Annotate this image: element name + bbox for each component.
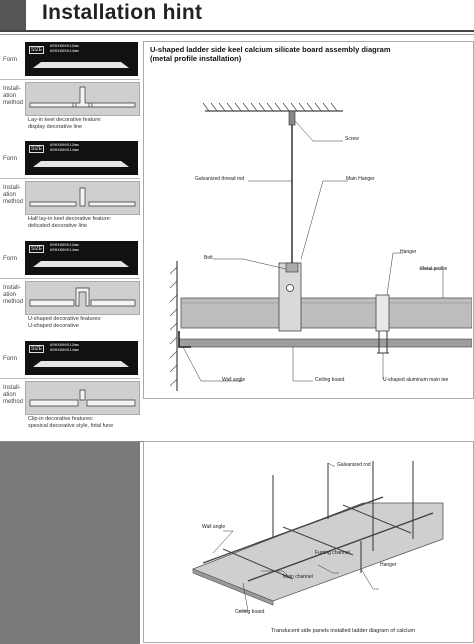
- size-code: 600X600X14mm: [50, 50, 79, 54]
- decorative-gray-panel: [0, 441, 140, 644]
- method-caption: Lay-in keel decorative feature:display d…: [28, 117, 140, 131]
- method-drawing: [29, 287, 136, 307]
- size-code: 600X600X12mm: [50, 344, 79, 348]
- label-u-main-tee: U-shaped aluminum main tee: [383, 377, 449, 383]
- main-hanger: [278, 262, 302, 332]
- header-rule-thin: [0, 34, 474, 35]
- method-label: Install-ation method: [3, 86, 24, 106]
- label-hanger: Hanger: [400, 249, 417, 255]
- wall: [169, 261, 178, 391]
- label-wall-angle: Wall angle: [222, 377, 246, 383]
- diagram2-drawing: [191, 461, 444, 612]
- caption-line: delicated decorative line: [28, 223, 88, 229]
- form-label: Form: [3, 156, 17, 162]
- label-metal-profile: Metal profile: [420, 266, 448, 272]
- galvanized-rods: [272, 461, 414, 573]
- form-label: Form: [3, 256, 17, 262]
- row-separator: [0, 378, 140, 379]
- size-code: 600X600X14mm: [50, 249, 79, 253]
- diagram2-leaders: [212, 462, 379, 612]
- board-profile: [33, 361, 129, 367]
- method-drawing: [29, 187, 136, 207]
- caption-line: Half lay-in keel decorative feature:: [28, 216, 112, 222]
- diagram1-title-line2: (metal profile installation): [150, 54, 242, 63]
- header-accent: [0, 0, 26, 30]
- board-profile: [33, 62, 129, 68]
- caption-line: spesical decorative style, fotal fune: [28, 423, 114, 429]
- row-separator: [0, 278, 140, 279]
- method-label: Install-ation method: [3, 385, 24, 405]
- ceiling-board: [178, 338, 472, 348]
- screw-anchor: [288, 110, 296, 126]
- caption-line: U-shaped decorative features:: [28, 316, 102, 322]
- method-drawing: [29, 86, 136, 108]
- diagram1-drawing: [169, 102, 472, 391]
- label-main-hanger: Main Hanger: [346, 176, 375, 182]
- method-caption: Clip-in decorative features:spesical dec…: [28, 416, 140, 430]
- caption-line: U-shaped decorative: [28, 323, 79, 329]
- diagram2-caption: Translucent side panels installed ladder…: [271, 628, 416, 634]
- board-profile: [33, 161, 129, 167]
- row-separator: [0, 178, 140, 179]
- method-illustration: [25, 281, 140, 315]
- form-label: Form: [3, 57, 17, 63]
- method-illustration: [25, 381, 140, 415]
- metal-profile: [180, 297, 472, 329]
- size-tag: SIZE: [29, 345, 45, 353]
- size-code: 600X600X12mm: [50, 45, 79, 49]
- furring-channel: [222, 548, 294, 580]
- label-bolt: Bolt: [204, 255, 213, 261]
- label-screw: Screw: [345, 136, 359, 142]
- main-channel: [202, 496, 384, 564]
- label-galvanized-rod: Galvanized rod: [337, 462, 371, 468]
- label-main-channel: Main channel: [283, 574, 313, 580]
- caption-line: Lay-in keel decorative feature:: [28, 117, 102, 123]
- hanger: [375, 294, 390, 332]
- size-code: 600X600X14mm: [50, 149, 79, 153]
- size-code: 600X600X14mm: [50, 349, 79, 353]
- size-tag: SIZE: [29, 145, 45, 153]
- method-illustration: [25, 181, 140, 215]
- wall-angle: [178, 331, 191, 348]
- header-rule: [0, 30, 474, 32]
- label-ceiling-board-2: Ceiling board: [235, 609, 265, 615]
- method-caption: Half lay-in keel decorative feature:deli…: [28, 216, 140, 230]
- caption-line: Clip-in decorative features:: [28, 416, 94, 422]
- caption-line: display decorative line: [28, 124, 83, 130]
- method-illustration: [25, 82, 140, 116]
- size-code: 600X600X12mm: [50, 244, 79, 248]
- bolt: [286, 284, 294, 292]
- method-label: Install-ation method: [3, 285, 24, 305]
- method-drawing: [29, 389, 136, 407]
- size-tag: SIZE: [29, 245, 45, 253]
- size-tag: SIZE: [29, 46, 45, 54]
- label-hanger-2: Hanger: [380, 562, 397, 568]
- row-separator: [0, 79, 140, 80]
- label-ceiling-board: Ceiling board: [315, 377, 345, 383]
- leader-lines: [182, 120, 444, 382]
- label-wall-angle-2: Wall angle: [202, 524, 226, 530]
- size-code: 600X600X12mm: [50, 144, 79, 148]
- method-caption: U-shaped decorative features:U-shaped de…: [28, 316, 140, 330]
- method-label: Install-ation method: [3, 185, 24, 205]
- board-profile: [33, 261, 129, 267]
- label-galvanized-thread-rod: Galvanized thread rod: [195, 176, 245, 182]
- page-title: Installation hint: [42, 1, 203, 24]
- ceiling-slab: [202, 102, 343, 112]
- diagram1-title-line1: U-shaped ladder side keel calcium silica…: [150, 45, 391, 54]
- diagram1-title: U-shaped ladder side keel calcium silica…: [150, 45, 391, 63]
- form-label: Form: [3, 356, 17, 362]
- label-furring-channel: Furring channel: [315, 550, 350, 556]
